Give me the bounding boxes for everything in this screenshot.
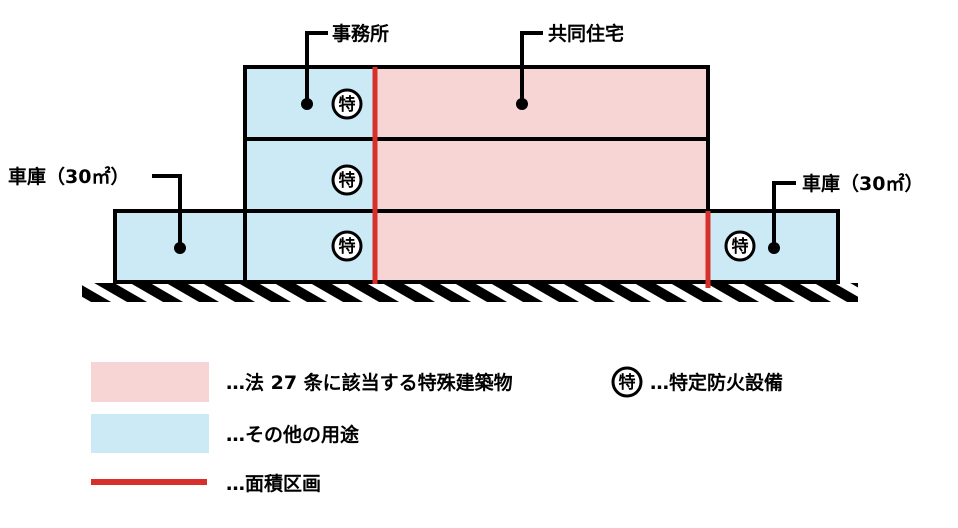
legend-fire-equipment: …特定防火設備	[650, 371, 783, 394]
svg-text:特: 特	[732, 236, 749, 257]
fire-equipment-icon: 特	[331, 230, 363, 262]
fire-equipment-icon: 特	[611, 366, 643, 398]
label-garage-right: 車庫（30㎡）	[802, 172, 923, 195]
fire-equipment-icon: 特	[724, 230, 756, 262]
legend-area-division: …面積区画	[226, 472, 321, 495]
legend-special-building: …法 27 条に該当する特殊建築物	[226, 371, 513, 394]
legend: …法 27 条に該当する特殊建築物 …その他の用途 …面積区画 特 …特定防火設…	[91, 362, 783, 495]
label-garage-left: 車庫（30㎡）	[8, 165, 129, 188]
legend-swatch-pink	[91, 362, 209, 402]
main-building-outline	[243, 65, 710, 284]
svg-text:特: 特	[339, 170, 356, 191]
apartment-block	[375, 67, 708, 282]
leader-apartment	[516, 31, 543, 110]
leader-garage-left	[152, 174, 186, 254]
legend-swatch-blue	[91, 414, 209, 453]
label-apartment: 共同住宅	[548, 22, 624, 45]
ground-hatch	[82, 283, 858, 302]
svg-text:特: 特	[339, 236, 356, 257]
svg-text:特: 特	[339, 94, 356, 115]
leader-garage-right	[768, 181, 796, 254]
fire-equipment-icon: 特	[331, 88, 363, 120]
label-office: 事務所	[332, 22, 389, 45]
svg-text:特: 特	[619, 372, 636, 393]
fire-equipment-icon: 特	[331, 164, 363, 196]
leader-office	[301, 31, 328, 110]
legend-swatch-red-line	[91, 479, 207, 485]
legend-other-use: …その他の用途	[226, 423, 360, 446]
